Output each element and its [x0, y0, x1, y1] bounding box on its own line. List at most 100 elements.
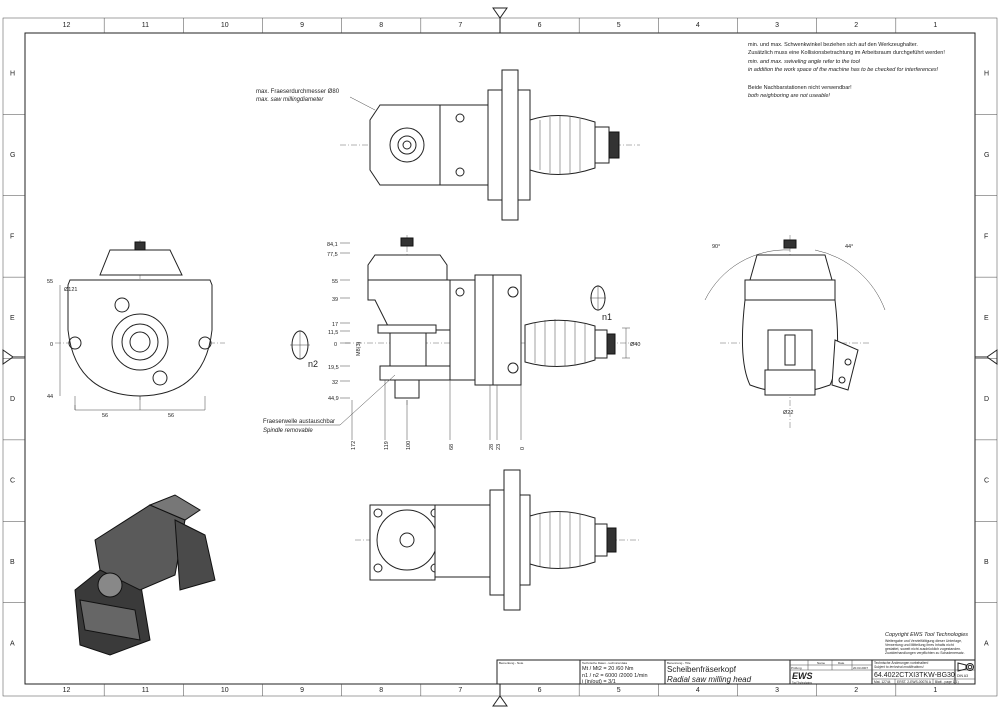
grid-row-label: A — [10, 640, 15, 647]
center-mark-bottom — [492, 684, 508, 707]
center-mark-right — [975, 349, 998, 365]
notes: min. und max. Schwenkwinkel beziehen sic… — [748, 42, 945, 99]
dim-dia-40: Ø40 — [630, 342, 640, 348]
change-note-en: Subject to technical modifications! — [874, 665, 924, 669]
top-view: max. Fraeserdurchmesser Ø80 max. saw mil… — [256, 69, 640, 221]
dim-44: 44 — [47, 394, 53, 400]
dim-0-h: 0 — [520, 447, 526, 450]
grid-column-label: 6 — [538, 22, 542, 29]
grid-column-label: 9 — [300, 687, 304, 694]
date-label: Date — [838, 661, 845, 665]
grid-column-label: 9 — [300, 22, 304, 29]
grid-column-label: 8 — [379, 687, 383, 694]
ews-logo: EWS — [792, 671, 813, 681]
grid-column-label: 10 — [221, 22, 229, 29]
projection-symbol-icon — [957, 662, 974, 672]
check-label: Prüfung — [791, 666, 802, 670]
callout-spindle-de: Fraeserwelle austauschbar — [263, 419, 335, 425]
dim-56-right: 56 — [168, 413, 174, 419]
grid-column-label: 4 — [696, 22, 700, 29]
title-block: Bemerkung - Note Technische Daten - tech… — [496, 659, 976, 685]
grid-row-label: D — [984, 396, 989, 403]
note-de-3: Beide Nachbarstationen nicht verwendbar! — [748, 85, 852, 91]
tech-data-label: Technische Daten - technical data — [582, 661, 627, 665]
grid-column-label: 3 — [775, 687, 779, 694]
copyright-line: Zuwiderhandlungen verpflichten zu Schade… — [885, 651, 965, 655]
grid-column-label: 4 — [696, 687, 700, 694]
grid-column-label: 2 — [854, 22, 858, 29]
dim-55: 55 — [332, 279, 338, 285]
ratio-value: i (in/out) = 3/1 — [582, 679, 616, 685]
dim-11-5: 11,5 — [328, 330, 338, 336]
grid-row-label: B — [984, 559, 989, 566]
note-de-2: Zusätzlich muss eine Kollisionsbetrachtu… — [748, 50, 945, 56]
grid-column-label: 12 — [63, 22, 71, 29]
grid-column-label: 11 — [142, 22, 149, 29]
center-mark-left — [2, 349, 25, 365]
grid-column-label: 2 — [854, 687, 858, 694]
grid-row-label: F — [10, 233, 14, 240]
dim-32: 32 — [332, 380, 338, 386]
grid-row-label: H — [984, 71, 989, 78]
dim-23: 23 — [496, 444, 502, 450]
grid-row-label: G — [984, 152, 989, 159]
dim-77-5: 77,5 — [327, 252, 338, 258]
callout-spindle-en: Spindle removable — [263, 428, 313, 434]
dim-44-9: 44,9 — [328, 396, 339, 402]
grid-column-label: 6 — [538, 687, 542, 694]
grid-row-label: C — [10, 478, 15, 485]
side-view-swivel: 90° 44° Ø22 — [704, 235, 886, 430]
dim-68: 68 — [449, 444, 455, 450]
dim-56-left: 56 — [102, 413, 108, 419]
dim-thread: M8(3) — [356, 341, 362, 356]
change-note-de: Technische Änderungen vorbehalten! — [874, 661, 929, 665]
torque-value: Mt / Mt2 = 20 /60 Nm — [582, 666, 634, 672]
copyright-line: Verwertung und Mitteilung ihres Inhalts … — [885, 643, 954, 647]
grid-column-label: 8 — [379, 22, 383, 29]
grid-row-label: D — [10, 396, 15, 403]
name-label: Name — [817, 661, 825, 665]
grid-column-label: 12 — [63, 687, 71, 694]
grid-row-label: E — [984, 315, 989, 322]
dim-0: 0 — [50, 342, 53, 348]
grid-row-label: G — [10, 152, 15, 159]
title-en: Radial saw milling head — [667, 675, 752, 684]
note-en-1: min. and max. swiveling angle refer to t… — [748, 59, 861, 65]
grid-column-label: 7 — [458, 22, 462, 29]
dim-172: 172 — [351, 441, 357, 450]
dim-84-1: 84,1 — [327, 242, 338, 248]
grid-column-label: 1 — [933, 687, 937, 694]
isometric-render — [74, 494, 216, 656]
grid-row-label: B — [10, 559, 15, 566]
copyright-note: Copyright EWS Tool Technologies Weiterga… — [885, 632, 968, 655]
rotation-n2: n2 — [308, 359, 318, 369]
grid-row-label: F — [984, 233, 988, 240]
left-view: 55 Ø121 0 44 56 56 — [47, 240, 225, 419]
ews-logo-sub: Tool Technologies — [792, 682, 813, 685]
dim-17: 17 — [332, 322, 338, 328]
copyright-line: Weitergabe und Vervielfältigung dieser U… — [885, 639, 962, 643]
date-value: 20.03.2007 — [853, 666, 868, 670]
sheet-no: Blatt - page 1(1) — [935, 680, 959, 684]
grid-row-label: E — [10, 315, 15, 322]
sheet-format: DIN A3 — [957, 674, 968, 678]
grid-row-label: A — [984, 640, 989, 647]
note-en-3: both neighboring are not useable! — [748, 93, 830, 99]
dim-0: 0 — [334, 342, 337, 348]
grid-column-label: 5 — [617, 22, 621, 29]
speed-value: n1 / n2 = 6000 /2000 1/min — [582, 673, 648, 679]
angle-44: 44° — [845, 244, 853, 250]
grid-column-label: 1 — [933, 22, 937, 29]
dim-55: 55 — [47, 279, 53, 285]
grid-column-label: 3 — [775, 22, 779, 29]
grid-column-label: 10 — [221, 687, 229, 694]
file-no: ERST. 2-EWS-00076 A — [897, 680, 932, 684]
grid-column-label: 7 — [458, 687, 462, 694]
dim-100: 100 — [406, 441, 412, 450]
copyright-title: Copyright EWS Tool Technologies — [885, 632, 968, 638]
part-number: 64.4022CTXI3TKW-BG30 — [874, 672, 955, 679]
note-en-2: in addition the work space of the machin… — [748, 67, 939, 73]
material-no: Mat. 12744 — [874, 680, 891, 684]
